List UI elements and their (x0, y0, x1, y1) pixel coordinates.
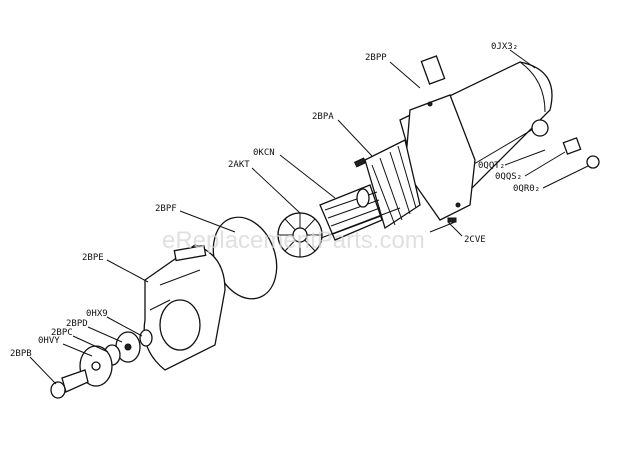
brush-assembly (420, 55, 600, 233)
label-0qr0: 0QR0₂ (513, 184, 540, 194)
watermark-text: eReplacementParts.com (162, 227, 425, 254)
pulley-assembly (50, 329, 153, 399)
label-0qqs: 0QQS₂ (495, 172, 522, 182)
housing-flange (404, 94, 476, 221)
label-0jx3: 0JX3₂ (491, 42, 518, 52)
label-0hx9: 0HX9 (86, 309, 108, 319)
label-2bpe: 2BPE (82, 253, 104, 263)
label-2bpd: 2BPD (66, 319, 88, 329)
label-2bpb: 2BPB (10, 349, 32, 359)
label-0qqt: 0QQT₂ (478, 161, 505, 171)
label-2bpa: 2BPA (312, 112, 334, 122)
label-2bpp: 2BPP (365, 53, 387, 63)
label-2cve: 2CVE (464, 235, 486, 245)
label-2akt: 2AKT (228, 160, 250, 170)
label-2bpf: 2BPF (155, 204, 177, 214)
armature (299, 157, 401, 247)
end-bell (143, 244, 226, 371)
leader-lines (29, 49, 589, 385)
label-0kcn: 0KCN (253, 148, 275, 158)
stator (364, 139, 421, 230)
label-0hvy: 0HVY (38, 336, 60, 346)
label-2bpc: 2BPC (51, 328, 73, 338)
